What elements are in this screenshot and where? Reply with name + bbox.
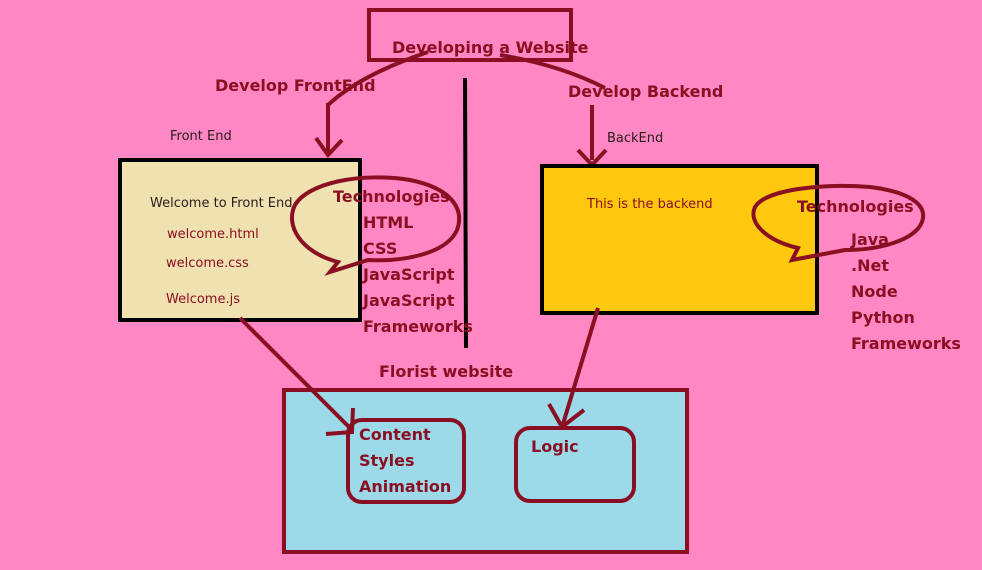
backend-tech-list: Java .Net Node Python Frameworks [851, 230, 961, 353]
backend-heading: This is the backend [587, 197, 713, 212]
website-label: Florist website [379, 362, 514, 381]
backend-tech-item: Python [851, 308, 915, 327]
frontend-tech-item: Frameworks [363, 317, 473, 336]
frontend-tech-label: Technologies [333, 187, 450, 206]
content-box-item: Styles [359, 451, 415, 470]
divider-line [463, 77, 468, 349]
frontend-tech-item: JavaScript [363, 291, 455, 310]
frontend-tech-item: CSS [363, 239, 398, 258]
website-box [282, 388, 689, 554]
frontend-tech-list: HTML CSS JavaScript JavaScript Framework… [363, 213, 473, 336]
logic-box [514, 426, 636, 503]
frontend-heading: Welcome to Front End [150, 196, 293, 211]
content-box-item: Content [359, 425, 431, 444]
title-box [367, 8, 573, 62]
backend-tech-bubble [751, 183, 926, 263]
diagram-title: Developing a Website [392, 38, 589, 57]
backend-tech-label: Technologies [797, 197, 914, 216]
edge-label-frontend: Develop FrontEnd [215, 76, 376, 95]
frontend-file: welcome.html [167, 227, 259, 242]
content-box-list: Content Styles Animation [359, 425, 451, 496]
logic-box-label: Logic [531, 437, 579, 456]
arrow-backend-to-logic [561, 307, 600, 425]
frontend-tech-item: JavaScript [363, 265, 455, 284]
frontend-file: welcome.css [166, 256, 249, 271]
arrow-frontend-to-content [238, 316, 352, 430]
arrow-logic-head [547, 403, 586, 430]
arrow-title-to-backend [499, 53, 606, 90]
content-box-item: Animation [359, 477, 452, 496]
backend-tech-item: Node [851, 282, 898, 301]
backend-tech-item: Frameworks [851, 334, 961, 353]
frontend-tech-item: HTML [363, 213, 414, 232]
frontend-tech-bubble [289, 175, 462, 276]
edge-label-backend: Develop Backend [568, 82, 724, 101]
arrow-content-head [325, 407, 355, 436]
backend-caption: BackEnd [607, 131, 664, 146]
frontend-caption: Front End [170, 129, 232, 144]
arrow-frontend-head [314, 136, 344, 159]
frontend-file: Welcome.js [166, 292, 240, 307]
content-box [346, 418, 466, 504]
backend-tech-item: .Net [851, 256, 889, 275]
arrow-title-to-frontend [326, 50, 429, 107]
backend-tech-item: Java [851, 230, 889, 249]
